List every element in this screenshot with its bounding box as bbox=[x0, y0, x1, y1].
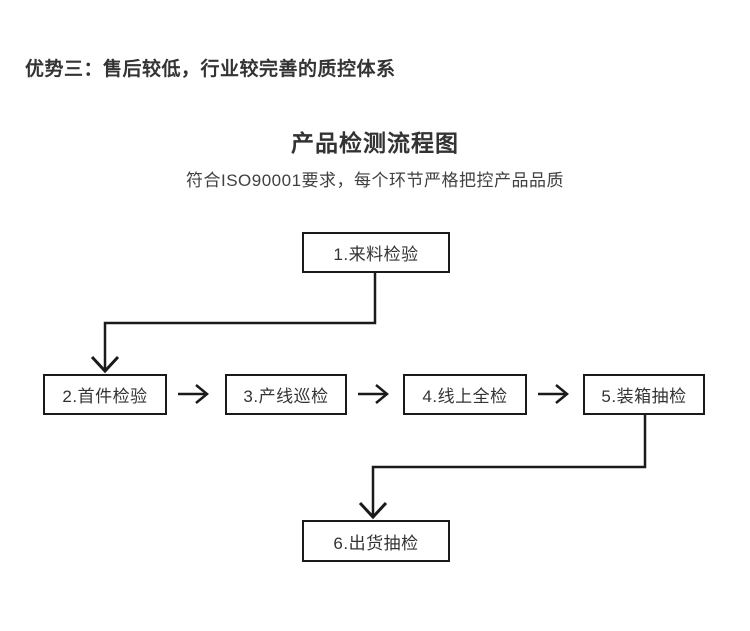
connector-node5-to-node6 bbox=[358, 415, 647, 520]
flow-node-label: 4.线上全检 bbox=[422, 387, 508, 406]
flow-node-label: 3.产线巡检 bbox=[243, 387, 329, 406]
flow-node-label: 1.来料检验 bbox=[333, 245, 419, 264]
flow-node-first-article-inspection: 2.首件检验 bbox=[43, 374, 167, 415]
arrow-right-icon bbox=[538, 384, 569, 404]
connector-node1-to-node2 bbox=[90, 273, 377, 374]
arrow-right-icon bbox=[178, 384, 209, 404]
flow-node-label: 5.装箱抽检 bbox=[601, 387, 687, 406]
flow-node-label: 2.首件检验 bbox=[62, 387, 148, 406]
arrow-right-icon bbox=[358, 384, 389, 404]
flow-node-shipment-sampling-inspection: 6.出货抽检 bbox=[302, 520, 450, 562]
flow-node-online-full-inspection: 4.线上全检 bbox=[403, 374, 527, 415]
flow-node-line-patrol-inspection: 3.产线巡检 bbox=[225, 374, 347, 415]
flow-node-packing-sampling-inspection: 5.装箱抽检 bbox=[583, 374, 705, 415]
flowchart-subtitle: 符合ISO90001要求，每个环节严格把控产品品质 bbox=[185, 171, 565, 190]
section-heading: 优势三：售后较低，行业较完善的质控体系 bbox=[25, 59, 396, 80]
flow-node-incoming-inspection: 1.来料检验 bbox=[302, 232, 450, 273]
flowchart-title: 产品检测流程图 bbox=[291, 130, 459, 156]
arrow-down-icon bbox=[358, 501, 388, 520]
flow-node-label: 6.出货抽检 bbox=[333, 533, 419, 553]
arrow-down-icon bbox=[90, 355, 120, 374]
